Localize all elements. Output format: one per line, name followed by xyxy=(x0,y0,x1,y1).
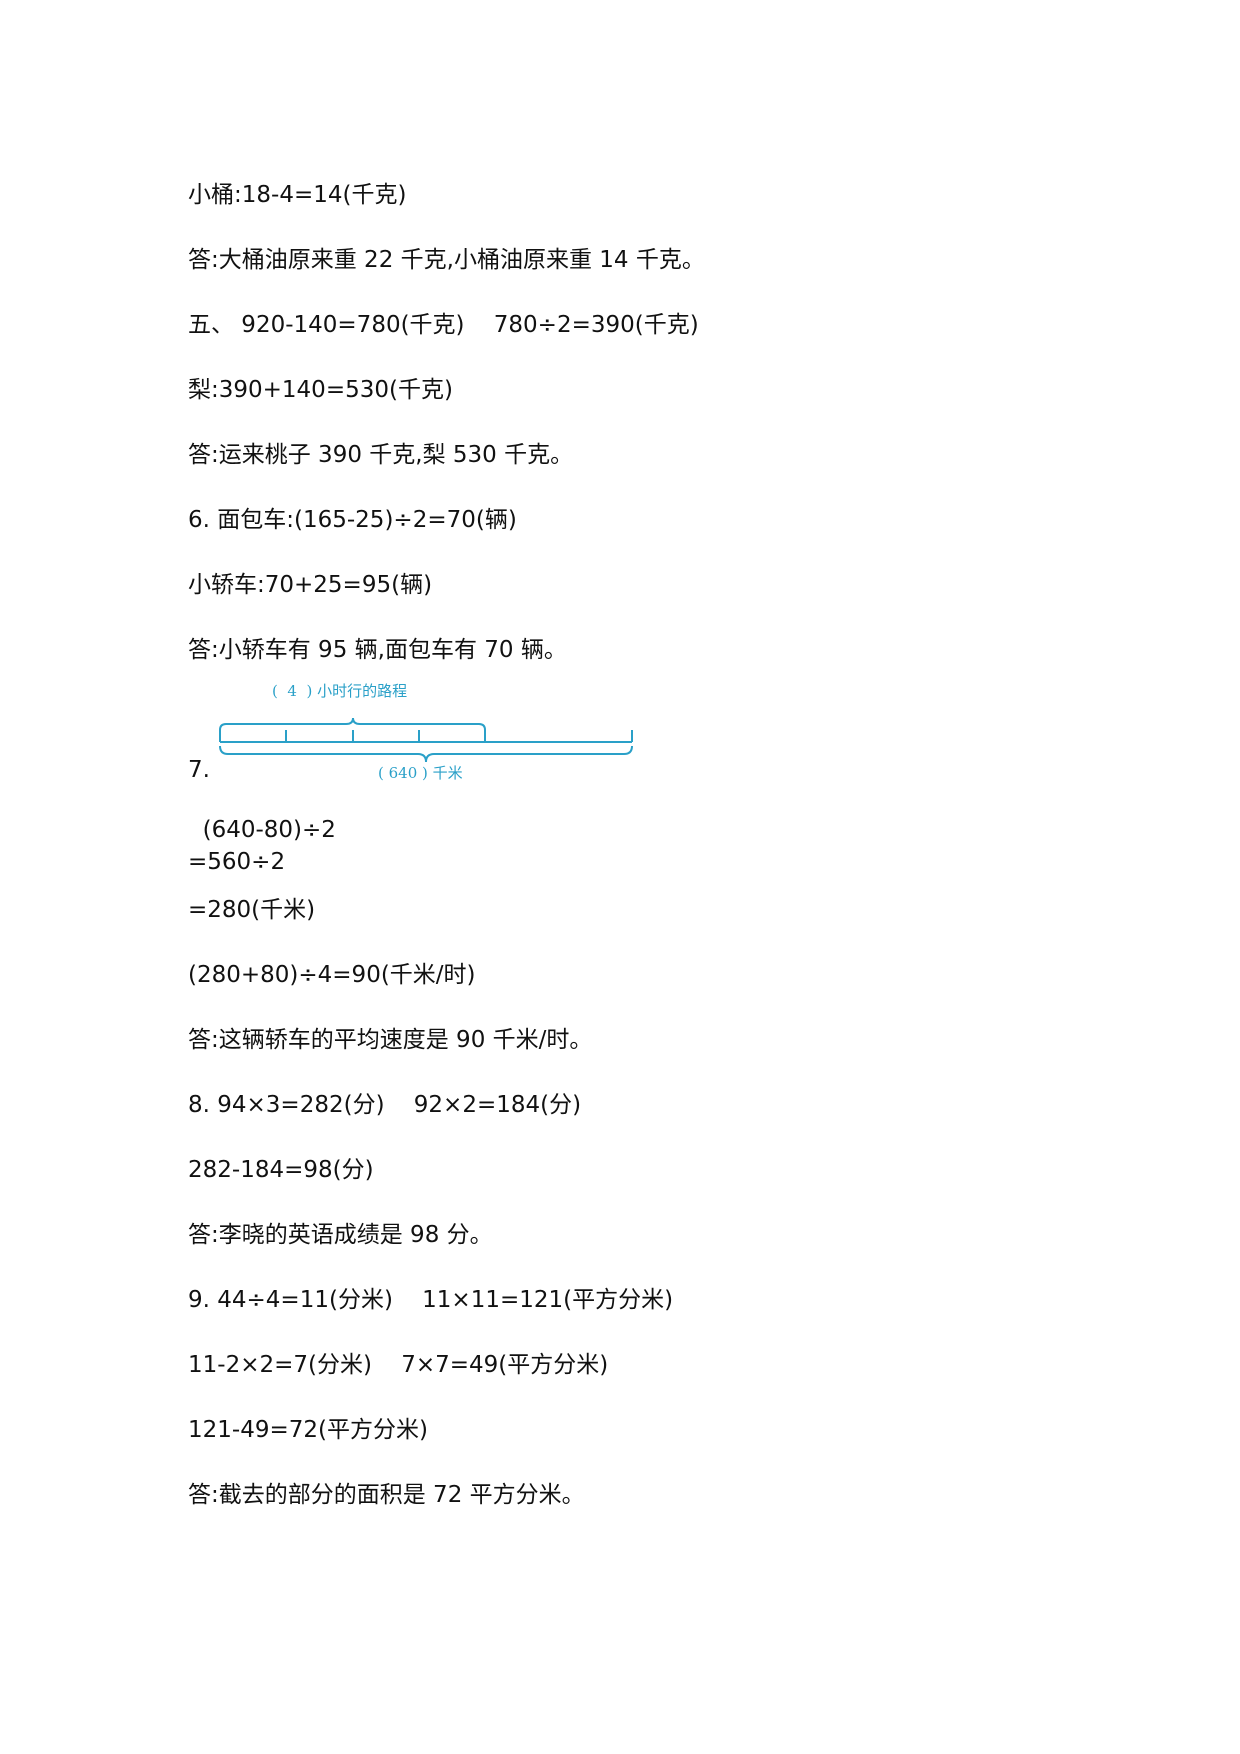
text-line: 答:截去的部分的面积是 72 平方分米。 xyxy=(188,1482,585,1508)
segment-diagram-icon xyxy=(219,717,633,763)
text-line: 小桶:18-4=14(千克) xyxy=(188,182,407,208)
text-line: 五、 920-140=780(千克) 780÷2=390(千克) xyxy=(188,312,699,338)
diagram-bottom-label: ( 640 ) 千米 xyxy=(378,764,463,782)
diagram-top-label: ( 4 ) 小时行的路程 xyxy=(272,682,408,700)
text-line: 答:运来桃子 390 千克,梨 530 千克。 xyxy=(188,442,574,468)
text-line: 小轿车:70+25=95(辆) xyxy=(188,572,433,598)
text-line: =560÷2 xyxy=(188,849,286,875)
text-line: (280+80)÷4=90(千米/时) xyxy=(188,962,476,988)
text-line: 11-2×2=7(分米) 7×7=49(平方分米) xyxy=(188,1352,609,1378)
text-line: =280(千米) xyxy=(188,897,316,923)
text-line: 8. 94×3=282(分) 92×2=184(分) xyxy=(188,1092,582,1118)
text-line: 121-49=72(平方分米) xyxy=(188,1417,428,1443)
text-line: 答:这辆轿车的平均速度是 90 千米/时。 xyxy=(188,1027,593,1053)
question-number: 7. xyxy=(188,757,210,783)
text-line: 答:李晓的英语成绩是 98 分。 xyxy=(188,1222,493,1248)
text-line: (640-80)÷2 xyxy=(188,817,336,843)
text-line: 梨:390+140=530(千克) xyxy=(188,377,453,403)
text-line: 282-184=98(分) xyxy=(188,1157,374,1183)
text-line: 6. 面包车:(165-25)÷2=70(辆) xyxy=(188,507,517,533)
text-line: 答:小轿车有 95 辆,面包车有 70 辆。 xyxy=(188,637,567,663)
line-segment-diagram: ( 4 ) 小时行的路程 ( 640 ) 千米 xyxy=(210,676,640,786)
text-line: 9. 44÷4=11(分米) 11×11=121(平方分米) xyxy=(188,1287,674,1313)
text-line: 答:大桶油原来重 22 千克,小桶油原来重 14 千克。 xyxy=(188,247,705,273)
